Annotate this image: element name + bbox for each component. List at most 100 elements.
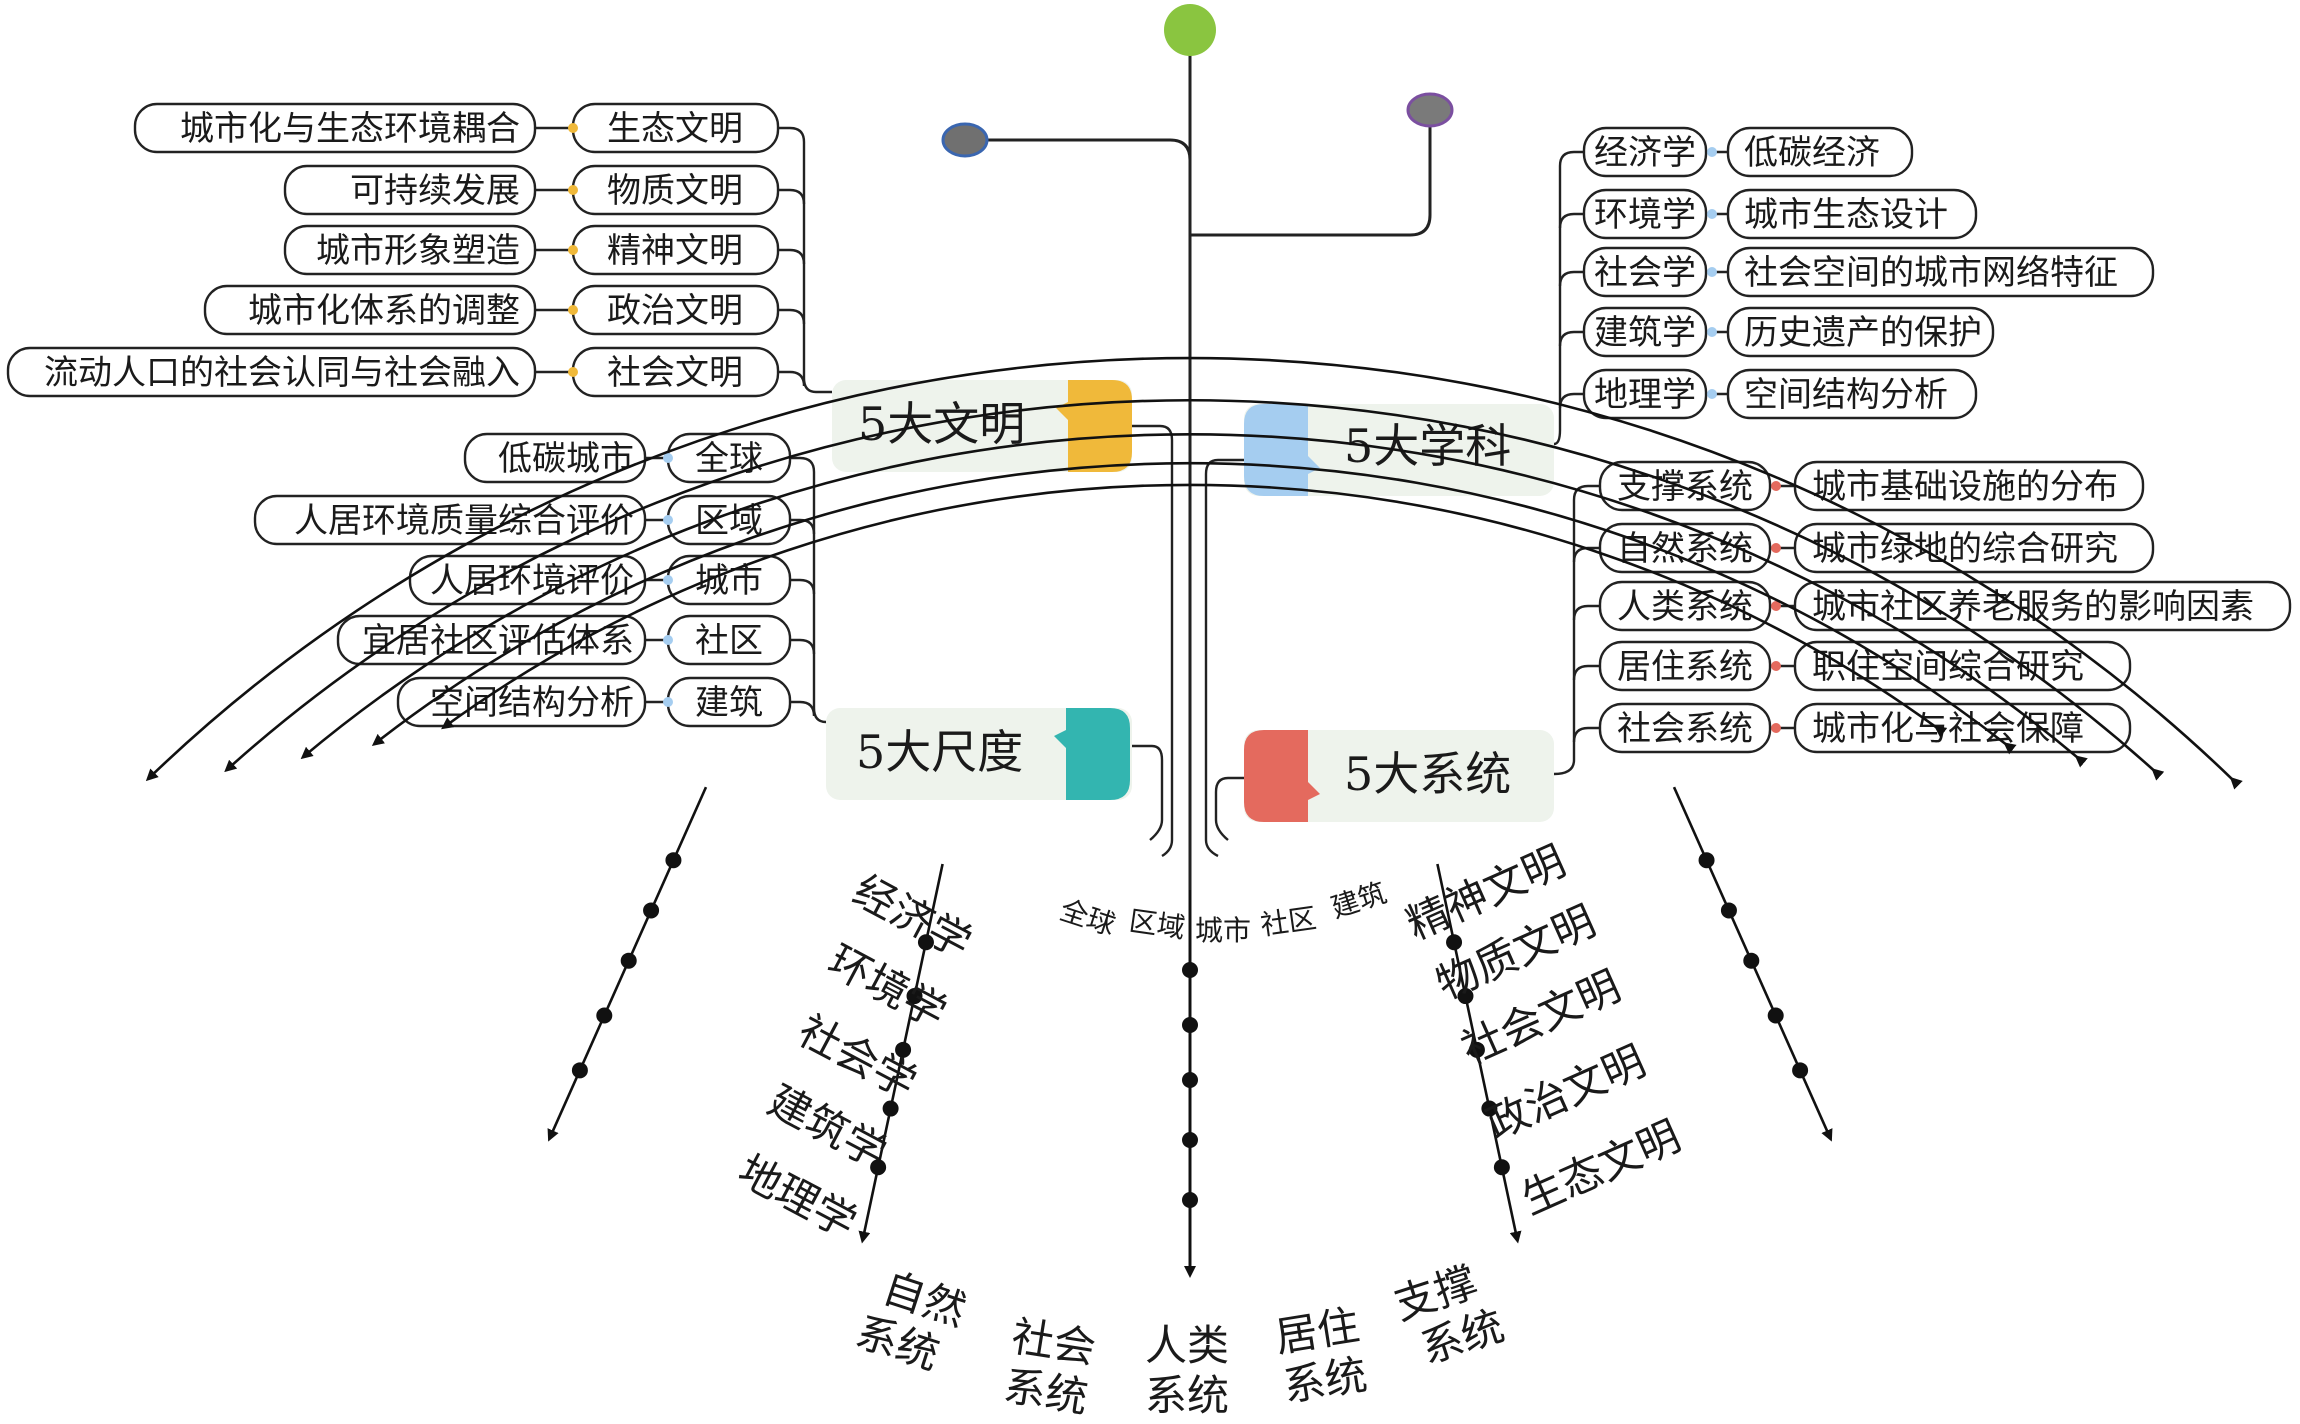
civilization-name: 政治文明: [607, 291, 743, 331]
discipline-topic: 历史遗产的保护: [1744, 313, 1982, 353]
scale-list: 全球 低碳城市 区域 人居环境质量综合评价 城市 人居环境评价 社区 宜居: [253, 432, 792, 728]
hub-civilization: 5大文明: [832, 380, 1132, 472]
grid-node-icon: [1698, 852, 1715, 869]
scale-topic: 低碳城市: [498, 439, 634, 479]
system-topic: 城市基础设施的分布: [1812, 467, 2118, 507]
grid-top-label: 城市: [1195, 914, 1251, 947]
scale-topic: 宜居社区评估体系: [362, 621, 634, 661]
grid-node-icon: [895, 1041, 912, 1058]
discipline-topic: 空间结构分析: [1744, 375, 1948, 415]
scale-row: 社区 宜居社区评估体系: [336, 614, 792, 666]
hub-scale-label: 5大尺度: [856, 725, 1023, 779]
hub-scale: 5大尺度: [826, 708, 1132, 800]
discipline-row: 环境学 城市生态设计: [1582, 188, 1978, 240]
system-branches: [1553, 484, 1600, 776]
grid-node-icon: [1182, 1132, 1198, 1148]
civilization-list: 生态文明 城市化与生态环境耦合 物质文明 可持续发展 精神文明 城市形象塑造 政…: [6, 102, 780, 398]
fan-grid-labels: 经济学 环境学 社会学 建筑学 地理学 精神文明 物质文明 社会文明 政治文明 …: [730, 836, 1687, 1422]
system-name: 人类系统: [1617, 587, 1753, 627]
grid-node-icon: [1182, 962, 1198, 978]
grid-node-icon: [571, 1062, 588, 1079]
system-topic: 城市绿地的综合研究: [1812, 529, 2118, 569]
civilization-row: 社会文明 流动人口的社会认同与社会融入: [6, 346, 780, 398]
grid-node-icon: [882, 1100, 899, 1117]
grid-arc: [224, 399, 2165, 781]
civilization-topic: 流动人口的社会认同与社会融入: [44, 353, 520, 393]
scale-topic: 人居环境评价: [430, 561, 634, 601]
grid-node-icon: [1493, 1159, 1510, 1176]
grid-bottom-label: 自然 系统: [850, 1263, 972, 1379]
grid-top-label: 全球: [1056, 893, 1119, 942]
discipline-name: 经济学: [1594, 133, 1696, 173]
system-row: 支撑系统 城市基础设施的分布: [1598, 460, 2145, 512]
grid-node-icon: [1468, 1041, 1485, 1058]
svg-text:系统: 系统: [1145, 1371, 1229, 1420]
civilization-row: 精神文明 城市形象塑造: [283, 224, 780, 276]
grid-node-icon: [665, 852, 682, 869]
civilization-row: 生态文明 城市化与生态环境耦合: [133, 102, 780, 154]
discipline-name: 建筑学: [1594, 313, 1696, 353]
grid-node-icon: [620, 952, 637, 969]
system-topic: 职住空间综合研究: [1812, 647, 2084, 687]
discipline-row: 社会学 社会空间的城市网络特征: [1582, 246, 2155, 298]
system-topic: 城市社区养老服务的影响因素: [1812, 587, 2254, 627]
system-list: 支撑系统 城市基础设施的分布 自然系统 城市绿地的综合研究 人类系统 城市社区养…: [1598, 460, 2292, 754]
grid-bottom-label: 支撑 系统: [1388, 1257, 1510, 1373]
civilization-row: 物质文明 可持续发展: [283, 164, 780, 216]
grid-arc: [441, 483, 1948, 738]
grid-node-icon: [1457, 988, 1474, 1005]
grid-node-icon: [1182, 1072, 1198, 1088]
discipline-topic: 低碳经济: [1744, 133, 1880, 173]
grid-arc: [145, 356, 2243, 790]
grid-node-icon: [1720, 902, 1737, 919]
scale-name: 建筑: [695, 683, 763, 723]
system-row: 社会系统 城市化与社会保障: [1598, 702, 2132, 754]
top-node-icon: [1164, 4, 1216, 56]
grid-arc: [371, 461, 2017, 755]
grid-node-icon: [1481, 1100, 1498, 1117]
discipline-branches: [1553, 150, 1584, 446]
hub-civilization-label: 5大文明: [858, 397, 1025, 451]
civilization-name: 物质文明: [607, 171, 743, 211]
discipline-topic: 城市生态设计: [1744, 195, 1948, 235]
grid-top-label: 社区: [1258, 901, 1318, 941]
scale-topic: 空间结构分析: [430, 683, 634, 723]
grid-bottom-label: 社会 系统: [1001, 1311, 1099, 1422]
svg-text:人类: 人类: [1145, 1321, 1229, 1370]
grid-node-icon: [870, 1159, 887, 1176]
scale-name: 全球: [695, 439, 763, 479]
fan-grid: [145, 356, 2243, 1278]
scale-row: 城市 人居环境评价: [408, 554, 792, 606]
grid-node-icon: [906, 988, 923, 1005]
discipline-name: 环境学: [1594, 195, 1696, 235]
hub-system-label: 5大系统: [1344, 747, 1511, 801]
grid-top-label: 区域: [1127, 904, 1187, 944]
system-row: 居住系统 职住空间综合研究: [1598, 640, 2132, 692]
civilization-name: 社会文明: [607, 353, 743, 393]
grid-arc: [300, 433, 2088, 768]
scale-row: 建筑 空间结构分析: [396, 676, 792, 728]
discipline-tab-icon: [1244, 404, 1320, 496]
civilization-topic: 城市化体系的调整: [248, 291, 520, 331]
discipline-name: 社会学: [1594, 253, 1696, 293]
scale-topic: 人居环境质量综合评价: [294, 501, 634, 541]
right-node-icon: [1406, 92, 1454, 128]
scale-row: 全球 低碳城市: [463, 432, 792, 484]
scale-branches: [790, 456, 827, 724]
civilization-topic: 可持续发展: [350, 171, 520, 211]
discipline-row: 地理学 空间结构分析: [1582, 368, 1978, 420]
grid-node-icon: [1182, 1017, 1198, 1033]
grid-top-label: 建筑: [1327, 876, 1390, 925]
civilization-branches: [778, 126, 832, 394]
civilization-row: 政治文明 城市化体系的调整: [203, 284, 780, 336]
grid-node-icon: [1182, 1192, 1198, 1208]
system-name: 居住系统: [1617, 647, 1753, 687]
system-name: 社会系统: [1617, 709, 1753, 749]
discipline-list: 经济学 低碳经济 环境学 城市生态设计 社会学 社会空间的城市网络特征 建筑学: [1582, 126, 2155, 420]
grid-node-icon: [1743, 952, 1760, 969]
system-row: 自然系统 城市绿地的综合研究: [1598, 522, 2155, 574]
grid-node-icon: [643, 902, 660, 919]
grid-node-icon: [596, 1007, 613, 1024]
scale-name: 社区: [695, 621, 763, 661]
civilization-name: 精神文明: [607, 231, 743, 271]
